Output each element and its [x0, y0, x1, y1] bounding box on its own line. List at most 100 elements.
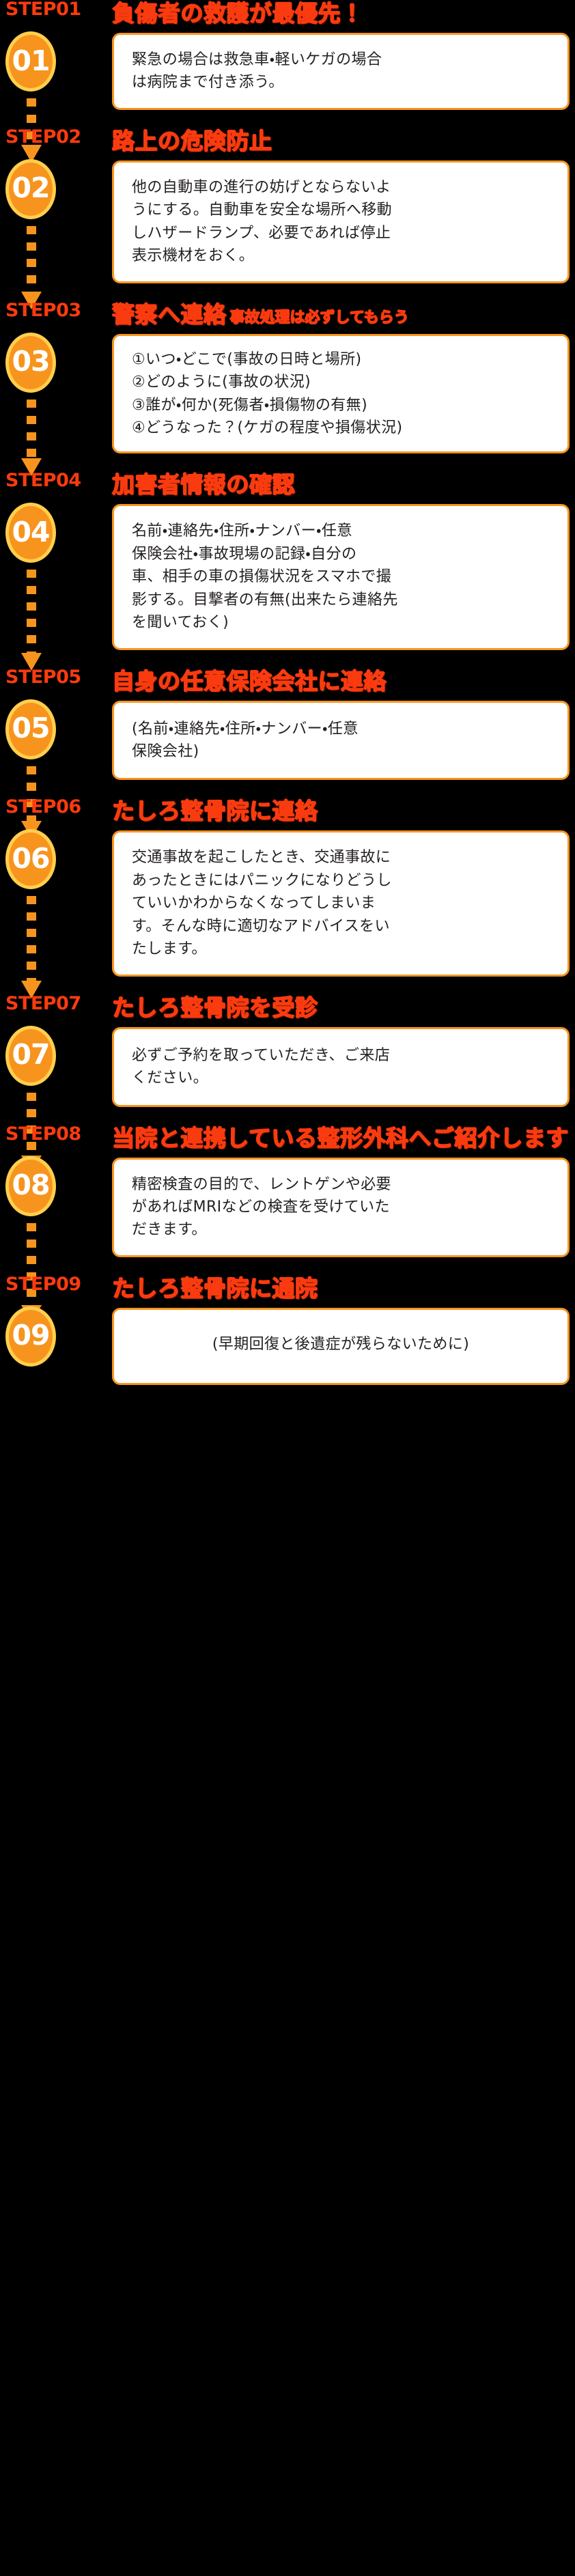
- step-title-wrap: たしろ整骨院に連絡: [112, 798, 575, 828]
- step-badge-column: 03: [0, 332, 102, 476]
- step-content-line: ④どうなった？(ケガの程度や損傷状況): [132, 419, 403, 436]
- step-body: 03 ①いつ・どこで(事故の日時と場所) ②どのように(事故の状況) ③誰が・何か(死…: [0, 332, 575, 476]
- step-content-line: だきます。: [132, 1221, 207, 1239]
- accident-steps-flow: STEP01 負傷者の救護が最優先！ 01 緊急の場合は救急車・軽いケガの場合は病院ま…: [0, 0, 575, 1403]
- step-content-line: 名前・連絡先・住所・ナンバー・任意: [132, 522, 352, 540]
- step-title: 警察へ連絡: [112, 300, 227, 328]
- step-header: STEP03 警察へ連絡事故処理は必ずしてもらう: [0, 301, 575, 333]
- step-content-card: ①いつ・どこで(事故の日時と場所) ②どのように(事故の状況) ③誰が・何か(死傷者…: [112, 333, 570, 454]
- step-title: 自身の任意保険会社に連絡: [112, 667, 387, 695]
- step-content-line: があればMRIなどの検査を受けていた: [132, 1198, 390, 1216]
- connector-arrow-icon: [21, 981, 42, 999]
- step-number-label: STEP07: [5, 992, 81, 1014]
- step-content-line: 保険会社): [132, 743, 199, 760]
- step-badge: 04: [5, 503, 56, 563]
- step-header: STEP02 路上の危険防止: [0, 128, 575, 159]
- step-title-wrap: たしろ整骨院に通院: [112, 1275, 575, 1305]
- step-badge-number: 08: [12, 1168, 50, 1201]
- step-title-wrap: たしろ整骨院を受診: [112, 994, 575, 1024]
- step-content-card: 他の自動車の進行の妨げとならないようにする。自動車を安全な場所へ移動しハザードラ…: [112, 160, 570, 283]
- step-content-line: ③誰が・何か(死傷者・損傷物の有無): [132, 396, 368, 414]
- step-badge-number: 06: [12, 841, 50, 875]
- step-content-card: 名前・連絡先・住所・ナンバー・任意保険会社・事故現場の記録・自分の車、相手の車の…: [112, 504, 570, 650]
- step-badge: 02: [5, 158, 56, 219]
- step-header: STEP08 当院と連携している整形外科へご紹介します: [0, 1125, 575, 1156]
- step-number-label: STEP08: [5, 1123, 81, 1145]
- step-spacer: [0, 1385, 575, 1403]
- step-badge-number: 05: [12, 712, 50, 745]
- step-content-line: しハザードランプ、必要であれば停止: [132, 224, 391, 242]
- step-badge-column: 08: [0, 1156, 102, 1323]
- step-title-wrap: 加害者情報の確認: [112, 471, 575, 501]
- step-content-line: 交通事故を起こしたとき、交通事故に: [132, 849, 391, 867]
- connector-dotted-line: [27, 1092, 36, 1156]
- step-number-label: STEP01: [5, 0, 81, 20]
- step-content-line: うにする。自動車を安全な場所へ移動: [132, 201, 393, 219]
- connector-dotted-line: [27, 399, 36, 458]
- step-badge-number: 07: [12, 1038, 50, 1072]
- step-content-line: ていいかわからなくなってしまいま: [132, 895, 376, 912]
- connector-arrow-icon: [21, 458, 42, 476]
- step-header: STEP04 加害者情報の確認: [0, 471, 575, 503]
- step-content-card: 緊急の場合は救急車・軽いケガの場合は病院まで付き添う。: [112, 33, 570, 110]
- step-content-card: (名前・連絡先・住所・ナンバー・任意保険会社): [112, 700, 570, 781]
- step-content-line: 精密検査の目的で、レントゲンや必要: [132, 1175, 391, 1193]
- step-badge: 01: [5, 31, 56, 92]
- step-content-line: ①いつ・どこで(事故の日時と場所): [132, 350, 362, 368]
- step-badge: 07: [5, 1025, 56, 1086]
- step-body: 02 他の自動車の進行の妨げとならないようにする。自動車を安全な場所へ移動しハザー…: [0, 158, 575, 309]
- step-block: STEP03 警察へ連絡事故処理は必ずしてもらう 03 ①いつ・どこで(事故の日時と場…: [0, 301, 575, 476]
- step-badge-column: 01: [0, 31, 102, 163]
- step-body: 09(早期回復と後遺症が残らないために): [0, 1306, 575, 1386]
- connector-dotted-line: [27, 225, 36, 292]
- step-content-line: は病院まで付き添う。: [132, 74, 284, 92]
- step-title-wrap: 警察へ連絡事故処理は必ずしてもらう: [112, 301, 575, 331]
- step-content-line: (名前・連絡先・住所・ナンバー・任意: [132, 720, 359, 738]
- step-content-line: 保険会社・事故現場の記録・自分の: [132, 545, 357, 563]
- step-content-line: 緊急の場合は救急車・軽いケガの場合: [132, 51, 382, 68]
- step-badge-column: 06: [0, 829, 102, 999]
- step-block: STEP09 たしろ整骨院に通院 09(早期回復と後遺症が残らないために): [0, 1275, 575, 1403]
- step-badge-column: 02: [0, 158, 102, 309]
- step-title-wrap: 負傷者の救護が最優先！: [112, 0, 575, 30]
- step-title-wrap: 自身の任意保険会社に連絡: [112, 668, 575, 698]
- step-number-label: STEP03: [5, 299, 81, 321]
- step-content-line: を聞いておく): [132, 614, 229, 632]
- step-title-wrap: 路上の危険防止: [112, 128, 575, 158]
- connector-dotted-line: [27, 570, 36, 654]
- step-connector: [21, 896, 42, 999]
- step-subtitle: 事故処理は必ずしてもらう: [229, 309, 409, 326]
- step-header: STEP01 負傷者の救護が最優先！: [0, 0, 575, 31]
- step-badge-number: 03: [12, 345, 50, 378]
- step-number-label: STEP09: [5, 1273, 81, 1295]
- step-badge: 08: [5, 1156, 56, 1216]
- step-content-card: 精密検査の目的で、レントゲンや必要があればMRIなどの検査を受けていただきます。: [112, 1157, 570, 1257]
- step-title: たしろ整骨院に通院: [112, 1274, 318, 1302]
- step-connector: [21, 570, 42, 671]
- step-number-label: STEP04: [5, 470, 81, 492]
- step-content-card: 交通事故を起こしたとき、交通事故にあったときにはパニックになりどうしていいかわか…: [112, 830, 570, 977]
- step-title-wrap: 当院と連携している整形外科へご紹介します: [112, 1125, 575, 1155]
- step-title: たしろ整骨院に連絡: [112, 798, 318, 825]
- step-content-card: 必ずご予約を取っていただき、ご来店ください。: [112, 1026, 570, 1107]
- connector-dotted-line: [27, 766, 36, 821]
- step-title: たしろ整骨院を受診: [112, 994, 318, 1021]
- step-content-line: ください。: [132, 1069, 209, 1087]
- step-badge-column: 04: [0, 503, 102, 671]
- step-block: STEP01 負傷者の救護が最優先！ 01 緊急の場合は救急車・軽いケガの場合は病院ま…: [0, 0, 575, 163]
- step-badge: 05: [5, 699, 56, 759]
- connector-dotted-line: [27, 896, 36, 981]
- step-content-line: たします。: [132, 940, 207, 958]
- connector-dotted-line: [27, 98, 36, 145]
- step-number-label: STEP02: [5, 126, 81, 148]
- step-body: 08 精密検査の目的で、レントゲンや必要があればMRIなどの検査を受けていただきま…: [0, 1156, 575, 1323]
- step-body: 07 必ずご予約を取っていただき、ご来店ください。: [0, 1025, 575, 1173]
- step-badge-number: 04: [12, 515, 50, 548]
- step-number-label: STEP06: [5, 796, 81, 818]
- step-content-line: 影する。目撃者の有無(出来たら連絡先: [132, 591, 398, 608]
- step-content-line: ②どのように(事故の状況): [132, 374, 311, 391]
- step-block: STEP06 たしろ整骨院に連絡 06 交通事故を起こしたとき、交通事故にあったときに…: [0, 796, 575, 999]
- step-header: STEP09 たしろ整骨院に通院: [0, 1275, 575, 1306]
